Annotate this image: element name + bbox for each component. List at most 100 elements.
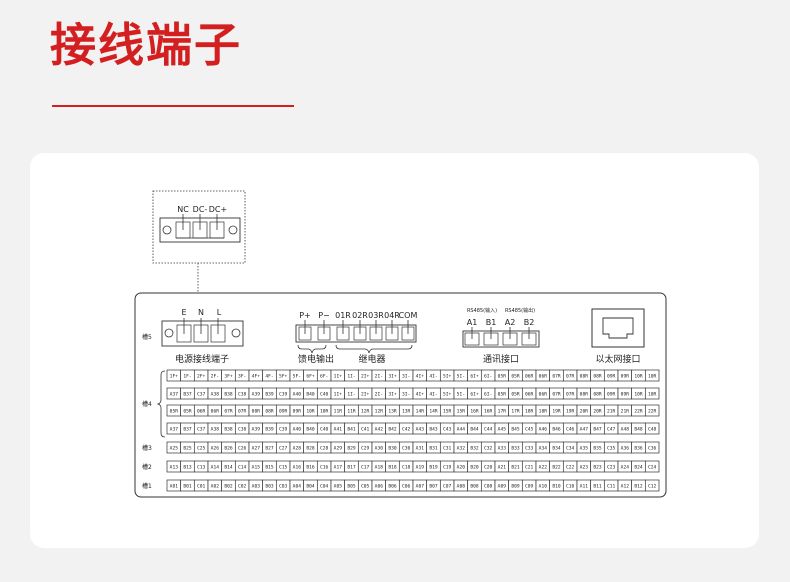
terminal-cell-label: A12 xyxy=(621,484,630,490)
terminal-cell-label: C06 xyxy=(402,484,411,490)
terminal-cell-label: B29 xyxy=(347,446,356,452)
terminal-cell-label: C24 xyxy=(648,465,657,471)
terminal-cell-label: A14 xyxy=(211,465,220,471)
terminal-cell-label: 1F+ xyxy=(170,374,179,380)
terminal-cell-label: B47 xyxy=(593,427,602,433)
terminal-cell-label: A37 xyxy=(170,392,179,398)
terminal-cell-label: 05R xyxy=(511,392,520,398)
relay-label-03r: 03R xyxy=(368,311,384,320)
terminal-cell-label: 06R xyxy=(539,374,548,380)
terminal-cell-label: C41 xyxy=(361,427,370,433)
terminal-cell-label: A38 xyxy=(211,427,220,433)
terminal-cell-label: B31 xyxy=(429,446,438,452)
terminal-cell-label: C11 xyxy=(607,484,616,490)
terminal-cell-label: C35 xyxy=(607,446,616,452)
terminal-cell-label: 13R xyxy=(402,409,411,415)
terminal-cell-label: C03 xyxy=(279,484,288,490)
power-terminal-caption: 电源接线端子 xyxy=(175,353,229,365)
terminal-cell-label: B16 xyxy=(306,465,315,471)
terminal-cell-label: C01 xyxy=(197,484,206,490)
terminal-cell-label: B41 xyxy=(347,427,356,433)
terminal-cell-label: 6I+ xyxy=(470,374,479,380)
terminal-cell-label: C36 xyxy=(648,446,657,452)
power-label-e: E xyxy=(181,308,186,317)
terminal-cell-label: 21R xyxy=(621,409,630,415)
terminal-cell-label: C30 xyxy=(402,446,411,452)
terminal-cell-label: A11 xyxy=(580,484,589,490)
terminal-cell-label: 07R xyxy=(238,409,247,415)
terminal-cell-label: C25 xyxy=(197,446,206,452)
terminal-cell-label: C31 xyxy=(443,446,452,452)
terminal-cell-label: A28 xyxy=(293,446,302,452)
terminal-cell-label: A47 xyxy=(580,427,589,433)
power-label-l: L xyxy=(217,308,222,317)
terminal-cell-label: 5I+ xyxy=(443,392,452,398)
terminal-cell-label: 10R xyxy=(648,392,657,398)
relay-label-04r: 04R xyxy=(384,311,400,320)
relay-label-02r: 02R xyxy=(352,311,368,320)
terminal-cell-label: 12R xyxy=(375,409,384,415)
slot-label: 槽4 xyxy=(142,400,152,408)
terminal-cell-label: C39 xyxy=(279,392,288,398)
terminal-cell-label: C44 xyxy=(484,427,493,433)
comm-pin-a1: A1 xyxy=(467,318,478,327)
terminal-cell-label: B24 xyxy=(634,465,643,471)
terminal-cell-label: C22 xyxy=(566,465,575,471)
terminal-cell-label: 05R xyxy=(498,392,507,398)
terminal-cell-label: 19R xyxy=(552,409,561,415)
terminal-cell-label: A46 xyxy=(539,427,548,433)
terminal-cell-label: 4I+ xyxy=(416,374,425,380)
terminal-cell-label: B27 xyxy=(265,446,274,452)
terminal-cell-label: 3I- xyxy=(402,374,410,380)
terminal-cell-label: C38 xyxy=(238,392,247,398)
terminal-cell-label: A31 xyxy=(416,446,425,452)
terminal-cell-label: C05 xyxy=(361,484,370,490)
terminal-cell-label: 20R xyxy=(593,409,602,415)
terminal-cell-label: 15R xyxy=(443,409,452,415)
terminal-cell-label: B36 xyxy=(634,446,643,452)
terminal-cell-label: A37 xyxy=(170,427,179,433)
terminal-cell-label: 5I- xyxy=(457,374,465,380)
terminal-cell-label: C45 xyxy=(525,427,534,433)
terminal-cell-label: 06R xyxy=(539,392,548,398)
terminal-cell-label: 08R xyxy=(252,409,261,415)
terminal-cell-label: A09 xyxy=(498,484,507,490)
terminal-cell-label: C38 xyxy=(238,427,247,433)
terminal-cell-label: 3I+ xyxy=(388,392,397,398)
terminal-row: 槽41F+1F-2F+2F-3F+3F-4F+4F-5F+5F-6F+6F-1I… xyxy=(142,369,660,408)
slot4-bracket xyxy=(156,370,166,438)
terminal-cell-label: B25 xyxy=(183,446,192,452)
terminal-cell-label: A45 xyxy=(498,427,507,433)
terminal-cell-label: A07 xyxy=(416,484,425,490)
terminal-cell-label: B07 xyxy=(429,484,438,490)
terminal-cell-label: 16R xyxy=(484,409,493,415)
screw-icon xyxy=(231,328,241,338)
terminal-cell-label: 08R xyxy=(593,392,602,398)
ethernet-caption: 以太网接口 xyxy=(595,353,640,365)
terminal-cell-label: 4I- xyxy=(429,374,437,380)
terminal-cell-label: B01 xyxy=(183,484,192,490)
terminal-cell-label: 2F- xyxy=(211,374,219,380)
terminal-cell-label: A39 xyxy=(252,392,261,398)
terminal-cell-label: C40 xyxy=(320,392,329,398)
terminal-cell-label: B40 xyxy=(306,392,315,398)
terminal-cell-label: A30 xyxy=(375,446,384,452)
feed-label-p-minus: P− xyxy=(318,311,330,320)
terminal-cell-label: B10 xyxy=(552,484,561,490)
terminal-cell-label: B19 xyxy=(429,465,438,471)
terminal-cell xyxy=(644,404,660,417)
terminal-cell-label: A34 xyxy=(539,446,548,452)
terminal-cell-label: 09R xyxy=(279,409,288,415)
terminal-cell-label: B38 xyxy=(224,392,233,398)
terminal-cell-label: A02 xyxy=(211,484,220,490)
terminal-cell-label: 2I- xyxy=(375,374,383,380)
terminal-cell-label: 19R xyxy=(566,409,575,415)
terminal-cell xyxy=(644,422,660,435)
terminal-cell-label: B48 xyxy=(634,427,643,433)
terminal-cell-label: C10 xyxy=(566,484,575,490)
terminal-cell-label: 10R xyxy=(634,374,643,380)
terminal-cell-label: 05R xyxy=(183,409,192,415)
terminal-cell-label: 2F+ xyxy=(197,374,206,380)
